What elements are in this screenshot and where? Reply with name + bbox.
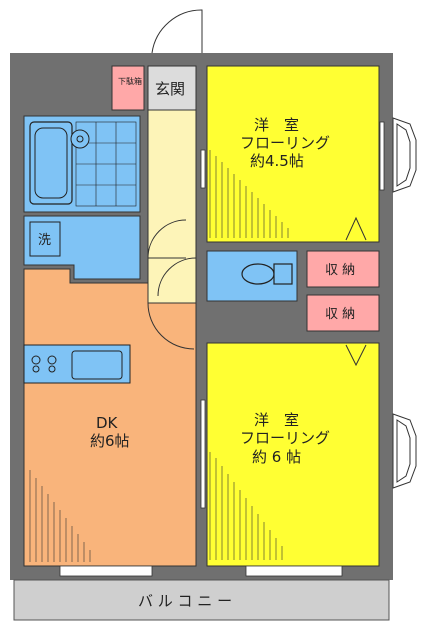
window-room1-left xyxy=(200,149,206,189)
laundry-label: 洗 xyxy=(38,233,51,248)
sink-icon xyxy=(70,129,90,149)
hatch-room-1 xyxy=(209,150,289,238)
room2-floor: フローリング xyxy=(240,429,330,447)
window-room2-bottom xyxy=(245,565,343,577)
bay-window-2 xyxy=(392,413,417,489)
storage-2 xyxy=(306,294,380,332)
closet-marker-2 xyxy=(345,344,367,367)
shoe-box-label: 下駄箱 xyxy=(118,76,142,86)
window-room1-right xyxy=(379,121,385,191)
balcony xyxy=(13,579,390,621)
entrance-door-icon xyxy=(151,9,203,54)
closet-marker-1 xyxy=(345,216,367,241)
hatch-room-2 xyxy=(209,452,283,560)
dk-name: DK xyxy=(96,414,119,432)
balcony-label: バ ル コ ニ ー xyxy=(138,592,232,610)
storage-1 xyxy=(306,250,380,288)
storage-1-label: 収 納 xyxy=(325,263,355,278)
room2-name: 洋 室 xyxy=(254,411,299,429)
bathtub-icon xyxy=(29,121,73,205)
entrance xyxy=(147,65,197,111)
window-dk-bottom xyxy=(59,565,153,577)
shoe-box xyxy=(111,65,145,111)
room1-name: 洋 室 xyxy=(254,116,299,134)
room2-size: 約 6 帖 xyxy=(252,448,301,466)
door-swings xyxy=(147,219,197,350)
washer-icon xyxy=(29,221,61,257)
window-room2-left xyxy=(200,399,206,509)
toilet-icon xyxy=(241,263,293,285)
kitchen-sink-icon xyxy=(71,350,123,380)
dk-size: 約6帖 xyxy=(90,432,130,450)
hallway xyxy=(147,109,197,304)
western-room-1 xyxy=(206,65,380,243)
room1-floor: フローリング xyxy=(240,134,330,152)
storage-2-label: 収 納 xyxy=(325,307,355,322)
bay-window-1 xyxy=(392,117,417,193)
hatch-dk xyxy=(29,470,91,562)
room1-size: 約4.5帖 xyxy=(250,152,304,170)
stove-icon xyxy=(31,355,57,373)
entrance-label: 玄関 xyxy=(155,80,185,98)
